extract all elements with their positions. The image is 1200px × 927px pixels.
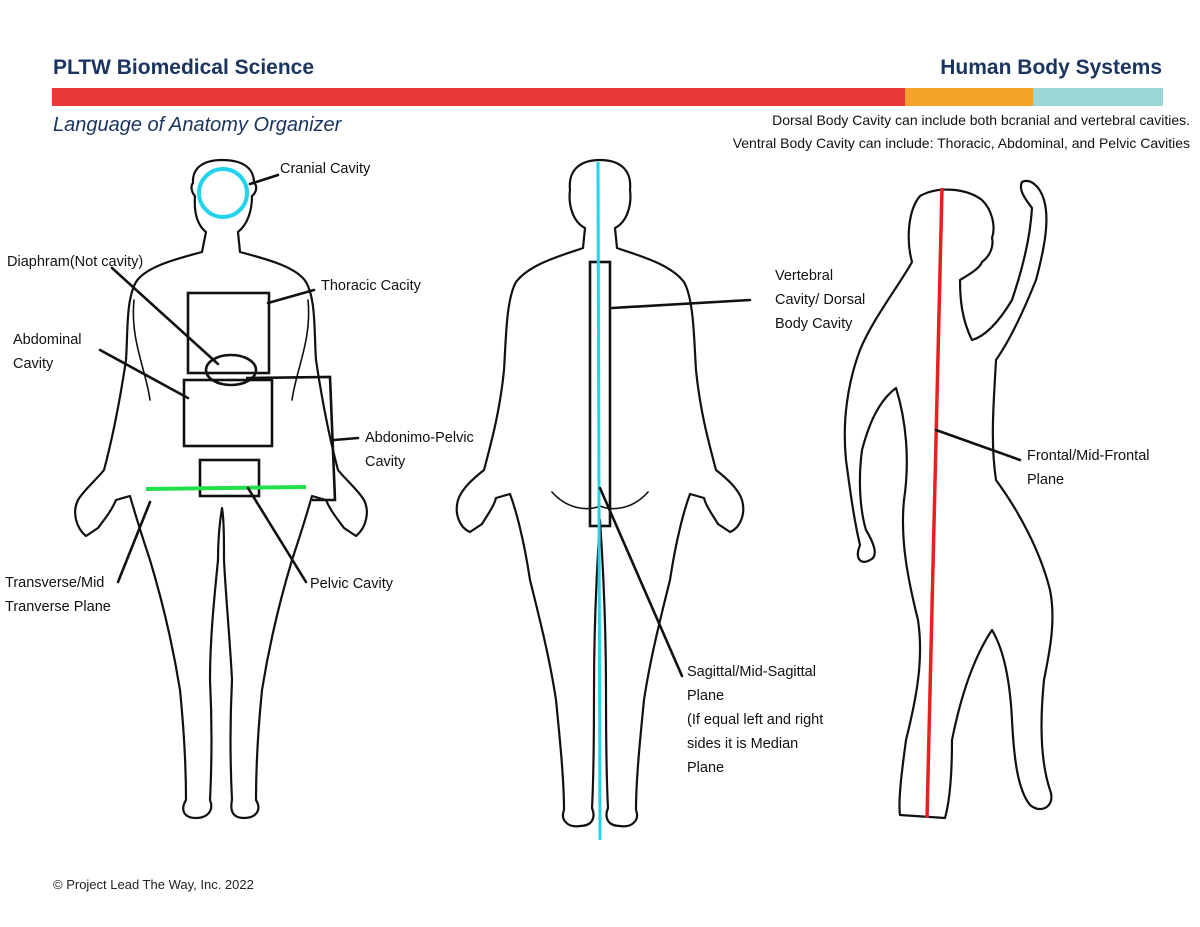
- cranial-cavity-label: Cranial Cavity: [280, 161, 371, 177]
- cranial-cavity-circle: [197, 167, 249, 219]
- sagittal-plane-label-3: (If equal left and right: [687, 712, 824, 728]
- sagittal-plane-label-4: sides it is Median: [687, 736, 799, 752]
- abdominopelvic-leader: [332, 436, 360, 442]
- back-body-outline: [455, 158, 745, 828]
- program-title: PLTW Biomedical Science: [53, 56, 315, 79]
- sagittal-plane-label-1: Sagittal/Mid-Sagittal: [687, 664, 816, 680]
- abdominopelvic-cavity-label-2: Cavity: [365, 454, 406, 470]
- header-bar-teal: [1033, 88, 1163, 106]
- pelvic-leader: [246, 486, 308, 584]
- thoracic-cavity-label: Thoracic Cacity: [321, 278, 421, 294]
- frontal-plane-label-1: Frontal/Mid-Frontal: [1027, 448, 1150, 464]
- abdominal-cavity-label-1: Abdominal: [13, 332, 82, 348]
- abdominopelvic-cavity-label-1: Abdonimo-Pelvic: [365, 430, 474, 446]
- header-bar-orange: [905, 88, 1033, 106]
- frontal-plane-label-2: Plane: [1027, 472, 1065, 488]
- ventral-note: Ventral Body Cavity can include: Thoraci…: [732, 135, 1190, 151]
- vertebral-leader: [610, 298, 752, 310]
- front-body-outline: [74, 158, 368, 820]
- diaphragm-label: Diaphram(Not cavity): [7, 254, 144, 270]
- transverse-leader: [116, 500, 152, 584]
- header-bar-red: [52, 88, 905, 106]
- dorsal-note: Dorsal Body Cavity can include both bcra…: [772, 112, 1190, 128]
- abdominopelvic-bracket: [245, 375, 337, 502]
- diaphragm-ellipse: [204, 353, 258, 387]
- pelvic-cavity-box: [198, 458, 261, 498]
- copyright-footer: © Project Lead The Way, Inc. 2022: [53, 877, 254, 892]
- vertebral-cavity-label-1: Vertebral: [775, 268, 834, 284]
- diaphragm-leader: [110, 266, 220, 366]
- sagittal-leader: [598, 486, 684, 678]
- course-title: Human Body Systems: [940, 56, 1162, 79]
- transverse-plane-label-1: Transverse/Mid: [5, 575, 105, 591]
- vertebral-cavity-label-3: Body Cavity: [775, 316, 853, 332]
- side-body-outline: [843, 179, 1054, 820]
- frontal-plane-line: [925, 187, 944, 819]
- vertebral-cavity-label-2: Cavity/ Dorsal: [775, 292, 866, 308]
- transverse-plane-label-2: Tranverse Plane: [5, 599, 111, 615]
- abdominal-cavity-label-2: Cavity: [13, 356, 54, 372]
- sagittal-plane-label-2: Plane: [687, 688, 725, 704]
- sagittal-plane-line: [596, 161, 602, 841]
- sagittal-plane-label-5: Plane: [687, 760, 725, 776]
- transverse-plane-line: [145, 485, 307, 491]
- pelvic-cavity-label: Pelvic Cavity: [310, 576, 393, 592]
- cranial-leader: [248, 173, 280, 186]
- frontal-leader: [934, 428, 1022, 462]
- abdominal-cavity-box: [182, 378, 274, 448]
- abdominal-leader: [98, 348, 190, 400]
- thoracic-leader: [266, 288, 316, 305]
- page-subtitle: Language of Anatomy Organizer: [53, 114, 342, 136]
- thoracic-cavity-box: [186, 291, 271, 375]
